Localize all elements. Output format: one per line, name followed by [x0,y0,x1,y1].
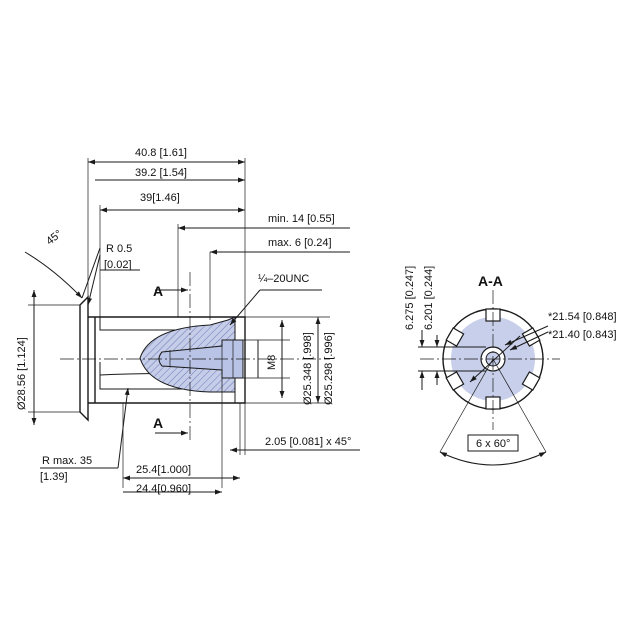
section-dim-1: 6.275 [0.247] [404,266,416,330]
thread-diameter-label: M8 [266,355,278,370]
section-mark-bottom: A [153,415,163,431]
outer-diameter-label: Ø28.56 [1.124] [16,337,28,410]
radius-label: R 0.5 [106,243,132,255]
length-2-label: 24.4[0.960] [136,483,191,495]
section-dim-2: 6.201 [0.244] [423,266,435,330]
keyway-length-label: 39[1.46] [140,192,180,204]
radius-max-label: R max. 35 [42,455,92,467]
extension-lines [28,158,330,488]
section-dia-2: *21.40 [0.843] [548,329,617,341]
leaders [24,247,322,469]
radius-inch-label: [0.02] [104,259,132,271]
section-dia-1: *21.54 [0.848] [548,311,617,323]
thread-label: ¼–20UNC [258,273,309,285]
diameter-2-label: Ø25.298 [.996] [323,332,335,405]
spline-label: 6 x 60° [476,438,510,450]
section-mark-top: A [153,283,163,299]
angle-label: 45° [44,228,65,248]
overall-length-label: 40.8 [1.61] [135,147,187,159]
diameter-1-label: Ø25.348 [.998] [302,332,314,405]
body-length-label: 39.2 [1.54] [135,167,187,179]
length-1-label: 25.4[1.000] [136,464,191,476]
horizontal-dimensions [88,159,360,495]
radius-max-inch-label: [1.39] [40,471,68,483]
section-title: A-A [478,273,503,289]
min-length-label: min. 14 [0.55] [268,213,335,225]
max-length-label: max. 6 [0.24] [268,237,332,249]
shaft-side-view [60,272,330,440]
section-view [418,290,560,466]
chamfer-label: 2.05 [0.081] x 45° [265,436,351,448]
vertical-dimensions [31,290,321,425]
